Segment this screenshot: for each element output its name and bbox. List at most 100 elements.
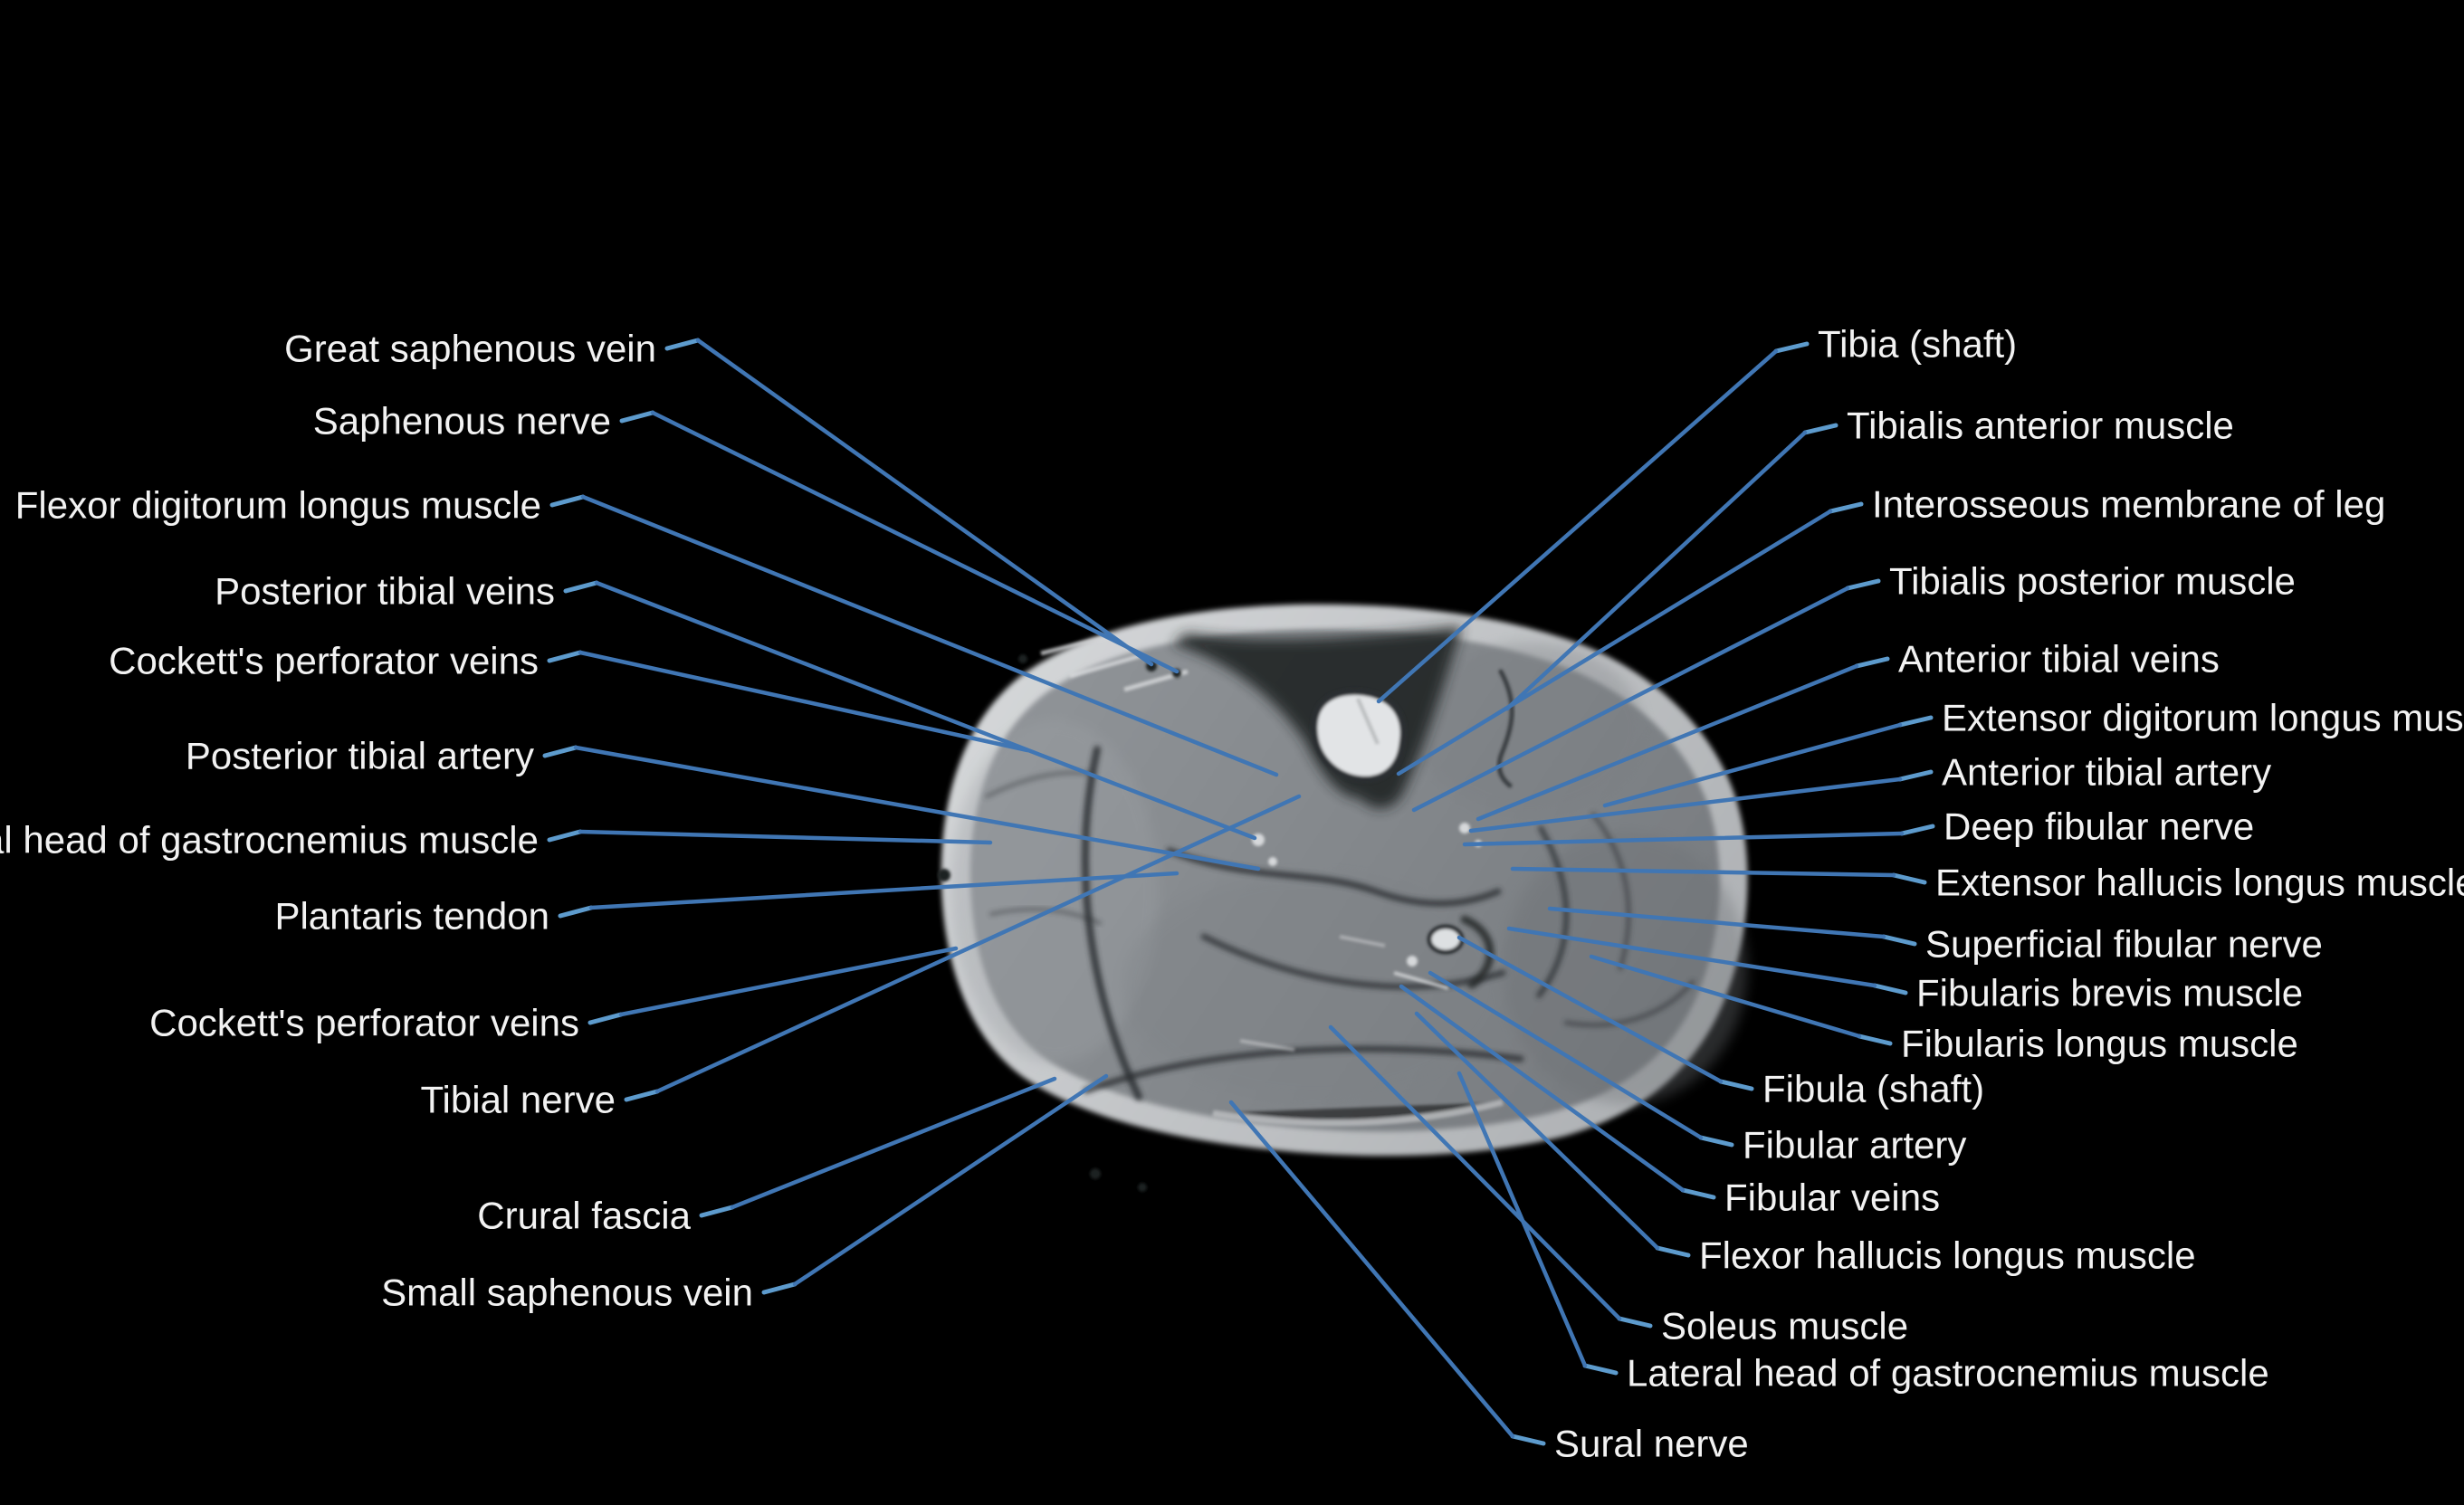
medial-gastrocnemius-region <box>950 719 1159 1063</box>
leader-tick-interosseous-membrane-of-leg <box>1828 501 1864 514</box>
leader-tick-flexor-digitorum-longus-muscle <box>549 494 586 508</box>
leader-tick-tibialis-posterior-muscle <box>1845 578 1881 591</box>
mri-cross-section[interactable] <box>938 604 1748 1192</box>
label-fibularis-brevis-muscle[interactable]: Fibularis brevis muscle <box>1916 972 2303 1014</box>
lateral-septum <box>1536 825 1570 998</box>
label-fibula-shaft[interactable]: Fibula (shaft) <box>1762 1068 1984 1110</box>
label-lateral-head-of-gastrocnemius-muscle[interactable]: Lateral head of gastrocnemius muscle <box>1627 1352 2269 1395</box>
label-deep-fibular-nerve[interactable]: Deep fibular nerve <box>1944 805 2254 848</box>
label-flexor-hallucis-longus-muscle[interactable]: Flexor hallucis longus muscle <box>1699 1234 2196 1277</box>
label-fibular-artery[interactable]: Fibular artery <box>1743 1124 1966 1167</box>
leader-tick-posterior-tibial-artery <box>542 745 578 758</box>
leader-tick-extensor-digitorum-longus-muscle <box>1897 715 1934 728</box>
leader-lines-layer <box>542 338 1935 1446</box>
leader-line-fibularis-longus-muscle <box>1589 954 1862 1039</box>
label-cockett-s-perforator-veins-2[interactable]: Cockett's perforator veins <box>149 1002 579 1044</box>
leader-tick-saphenous-nerve <box>619 410 655 424</box>
leader-tick-small-saphenous-vein <box>761 1281 797 1295</box>
leader-tick-lateral-head-of-gastrocnemius-muscle <box>1582 1363 1619 1376</box>
label-posterior-tibial-artery[interactable]: Posterior tibial artery <box>186 735 534 777</box>
leader-line-tibia-shaft <box>1376 348 1779 704</box>
leader-tick-fibular-artery <box>1698 1135 1734 1148</box>
leader-line-superficial-fibular-nerve <box>1547 906 1886 939</box>
label-extensor-digitorum-longus-muscle[interactable]: Extensor digitorum longus muscle <box>1942 697 2464 739</box>
soleus-region <box>1122 873 1503 1100</box>
leader-line-fibula-shaft <box>1456 935 1724 1084</box>
tibia-bone <box>1311 688 1407 783</box>
leader-tick-posterior-tibial-veins <box>563 580 599 594</box>
label-small-saphenous-vein[interactable]: Small saphenous vein <box>381 1272 753 1314</box>
anterior-compartment-region <box>1417 643 1643 814</box>
vessel-dots <box>1252 823 1482 967</box>
lateral-gastroc-streak-2 <box>1563 979 1695 1028</box>
label-fibularis-longus-muscle[interactable]: Fibularis longus muscle <box>1901 1023 2298 1065</box>
leader-tick-great-saphenous-vein <box>664 338 701 351</box>
leader-line-tibial-nerve <box>654 794 1302 1094</box>
leader-line-lateral-head-of-gastrocnemius-muscle <box>1456 1071 1588 1368</box>
tibialis-anterior-vein-squiggle <box>1496 669 1514 788</box>
label-great-saphenous-vein[interactable]: Great saphenous vein <box>284 328 656 370</box>
label-superficial-fibular-nerve[interactable]: Superficial fibular nerve <box>1925 923 2323 966</box>
label-tibialis-anterior-muscle[interactable]: Tibialis anterior muscle <box>1847 405 2234 447</box>
leader-tick-fibula-shaft <box>1718 1079 1754 1091</box>
leader-line-anterior-tibial-veins <box>1476 663 1859 822</box>
leader-line-tibialis-anterior-muscle <box>1504 430 1808 711</box>
gastroc-soleus-septum <box>1082 746 1142 1100</box>
label-anterior-tibial-artery[interactable]: Anterior tibial artery <box>1942 751 2271 794</box>
label-tibialis-posterior-muscle[interactable]: Tibialis posterior muscle <box>1889 560 2296 603</box>
fibula-lateral-crescent <box>1460 915 1495 989</box>
label-posterior-tibial-veins[interactable]: Posterior tibial veins <box>215 570 555 613</box>
leader-tick-fibularis-longus-muscle <box>1857 1033 1893 1046</box>
label-anterior-tibial-veins[interactable]: Anterior tibial veins <box>1898 638 2220 681</box>
leader-line-fibularis-brevis-muscle <box>1506 926 1877 988</box>
leader-tick-fibularis-brevis-muscle <box>1872 983 1908 995</box>
leader-line-plantaris-tendon <box>588 871 1179 910</box>
leader-line-extensor-digitorum-longus-muscle <box>1602 722 1903 808</box>
label-fibular-veins[interactable]: Fibular veins <box>1724 1176 1940 1219</box>
lateral-gastroc-streak <box>1590 812 1631 971</box>
leader-line-cockett-s-perforator-veins-2 <box>618 946 959 1017</box>
leader-tick-plantaris-tendon <box>558 905 594 919</box>
leader-line-soleus-muscle <box>1328 1024 1622 1321</box>
label-extensor-hallucis-longus-muscle[interactable]: Extensor hallucis longus muscle <box>1935 862 2464 904</box>
label-sural-nerve[interactable]: Sural nerve <box>1554 1423 1749 1465</box>
leader-tick-sural-nerve <box>1510 1434 1546 1446</box>
leader-tick-tibia-shaft <box>1773 341 1810 354</box>
leader-line-flexor-hallucis-longus-muscle <box>1414 1011 1660 1251</box>
leader-line-tibialis-posterior-muscle <box>1411 586 1850 813</box>
mid-fascia-arc <box>1200 933 1506 990</box>
label-interosseous-membrane-of-leg[interactable]: Interosseous membrane of leg <box>1872 483 2385 526</box>
bright-speckles <box>1040 633 1504 1127</box>
label-tibial-nerve[interactable]: Tibial nerve <box>420 1079 616 1121</box>
leader-line-extensor-hallucis-longus-muscle <box>1510 866 1896 878</box>
label-crural-fascia[interactable]: Crural fascia <box>477 1195 691 1237</box>
posterior-fascia-arc <box>1083 1045 1524 1094</box>
leader-line-great-saphenous-vein <box>695 338 1154 667</box>
leader-tick-crural-fascia <box>699 1205 735 1218</box>
leader-tick-anterior-tibial-veins <box>1854 656 1890 669</box>
leader-line-deep-fibular-nerve <box>1462 831 1905 847</box>
leader-tick-anterior-tibial-artery <box>1897 769 1934 782</box>
label-saphenous-nerve[interactable]: Saphenous nerve <box>313 400 611 443</box>
label-tibia-shaft[interactable]: Tibia (shaft) <box>1818 323 2017 366</box>
label-soleus-muscle[interactable]: Soleus muscle <box>1661 1305 1908 1348</box>
leader-tick-deep-fibular-nerve <box>1899 824 1935 836</box>
leader-line-medial-head-of-gastrocnemius-muscle <box>578 829 993 845</box>
leader-tick-tibial-nerve <box>624 1089 660 1102</box>
leader-tick-tibialis-anterior-muscle <box>1802 423 1838 435</box>
leader-line-flexor-digitorum-longus-muscle <box>580 494 1279 777</box>
deep-transverse-septum <box>1166 847 1502 907</box>
label-plantaris-tendon[interactable]: Plantaris tendon <box>274 895 549 938</box>
label-flexor-digitorum-longus-muscle[interactable]: Flexor digitorum longus muscle <box>15 484 541 527</box>
leader-tick-extensor-hallucis-longus-muscle <box>1891 872 1927 885</box>
label-cockett-s-perforator-veins[interactable]: Cockett's perforator veins <box>109 640 539 682</box>
label-medial-head-of-gastrocnemius-muscle[interactable]: Medial head of gastrocnemius muscle <box>0 819 539 862</box>
leader-line-fibular-artery <box>1428 970 1704 1140</box>
leader-line-fibular-veins <box>1399 984 1686 1193</box>
leader-line-posterior-tibial-artery <box>573 745 1261 872</box>
leader-tick-medial-head-of-gastrocnemius-muscle <box>547 829 583 843</box>
medial-gastroc-streak <box>985 770 1093 798</box>
